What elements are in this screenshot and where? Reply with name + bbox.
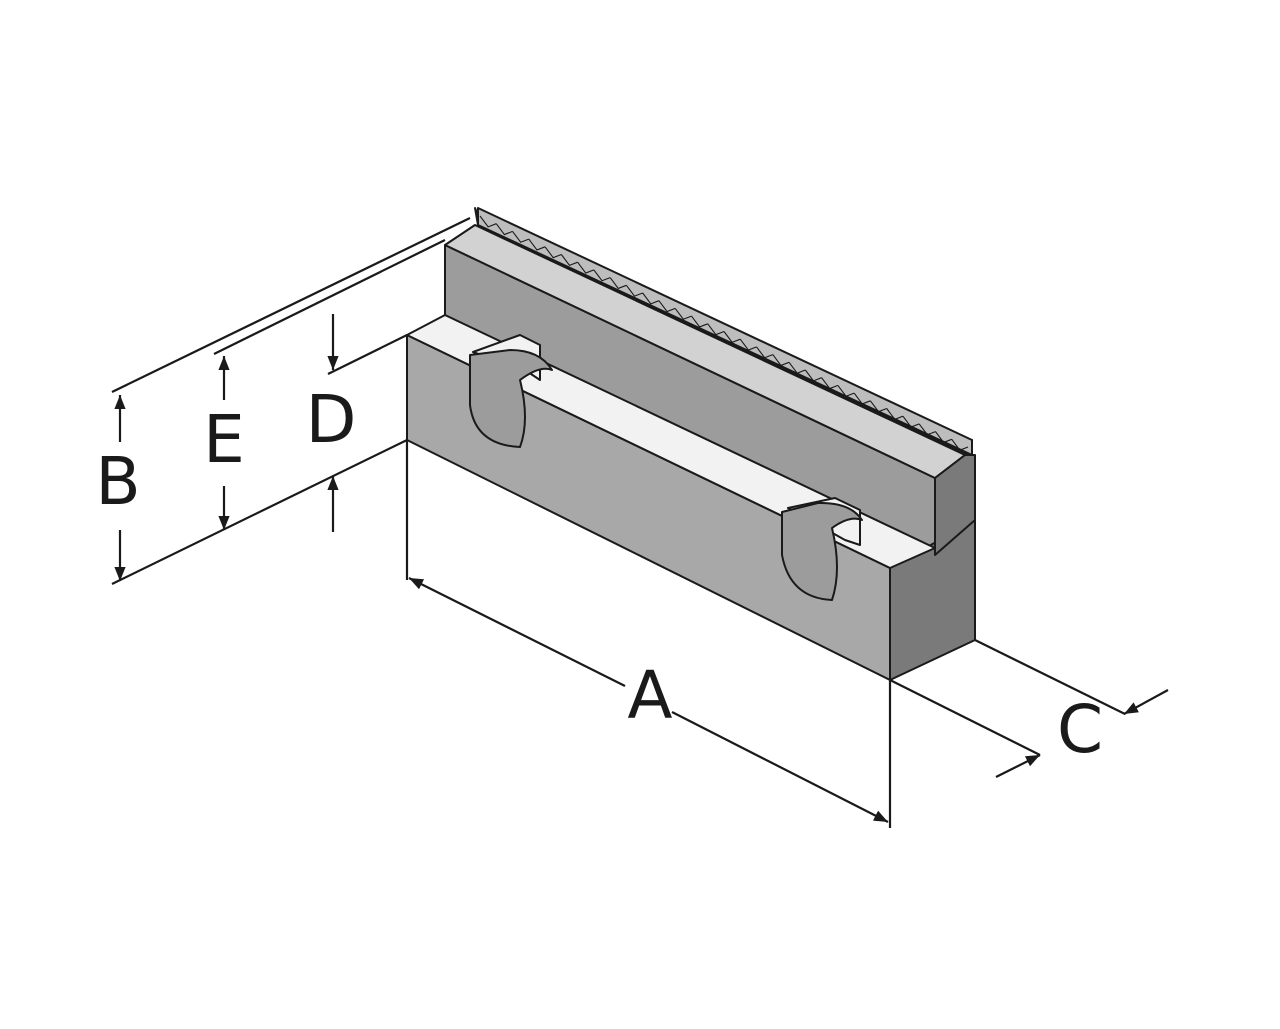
- jaw-body: [406, 207, 976, 681]
- serration-tooth: [918, 423, 936, 436]
- serration-tooth: [593, 269, 611, 282]
- dimension-d: D: [306, 314, 408, 532]
- right-counterbore-slot: [781, 497, 863, 601]
- dimension-b: B: [95, 217, 471, 585]
- serration-tooth: [609, 277, 627, 290]
- dimension-label-a: A: [627, 657, 672, 734]
- serration-tooth: [821, 377, 839, 390]
- dimension-label-b: B: [95, 443, 140, 520]
- serration-tooth: [935, 431, 952, 444]
- serration-tooth: [674, 308, 692, 320]
- dimension-a: A: [405, 440, 892, 828]
- serration-tooth: [902, 415, 920, 428]
- serration-tooth: [951, 438, 969, 451]
- rail-right-face: [934, 454, 976, 556]
- serration-tooth: [691, 315, 708, 328]
- serration-tooth: [788, 361, 806, 374]
- serration-tooth: [739, 338, 757, 351]
- serration-tooth: [642, 292, 660, 305]
- serration-tooth: [853, 392, 871, 405]
- serration-tooth: [658, 300, 676, 313]
- left-counterbore-slot: [469, 334, 553, 448]
- dimension-c: C: [889, 639, 1169, 778]
- serration-tooth: [577, 261, 595, 274]
- serration-tooth: [560, 254, 578, 267]
- serration-tooth: [804, 369, 822, 382]
- serration-tooth: [772, 354, 790, 367]
- serration-tooth: [625, 284, 643, 297]
- dimension-label-e: E: [203, 401, 245, 478]
- serration-tooth: [479, 215, 497, 228]
- dimension-label-d: D: [306, 381, 357, 458]
- serration-tooth: [512, 231, 529, 243]
- serration-tooth: [528, 238, 546, 251]
- serration-tooth: [869, 400, 887, 413]
- serration-tooth: [495, 223, 513, 236]
- dimension-label-c: C: [1057, 691, 1103, 768]
- serration-tooth: [756, 346, 773, 359]
- serration-tooth: [723, 331, 741, 344]
- serration-tooth: [886, 408, 904, 421]
- serration-tooth: [837, 385, 855, 397]
- serration-tooth: [544, 246, 562, 259]
- serration-teeth: [479, 215, 969, 451]
- dimension-e: E: [203, 239, 446, 530]
- serration-tooth: [707, 323, 725, 336]
